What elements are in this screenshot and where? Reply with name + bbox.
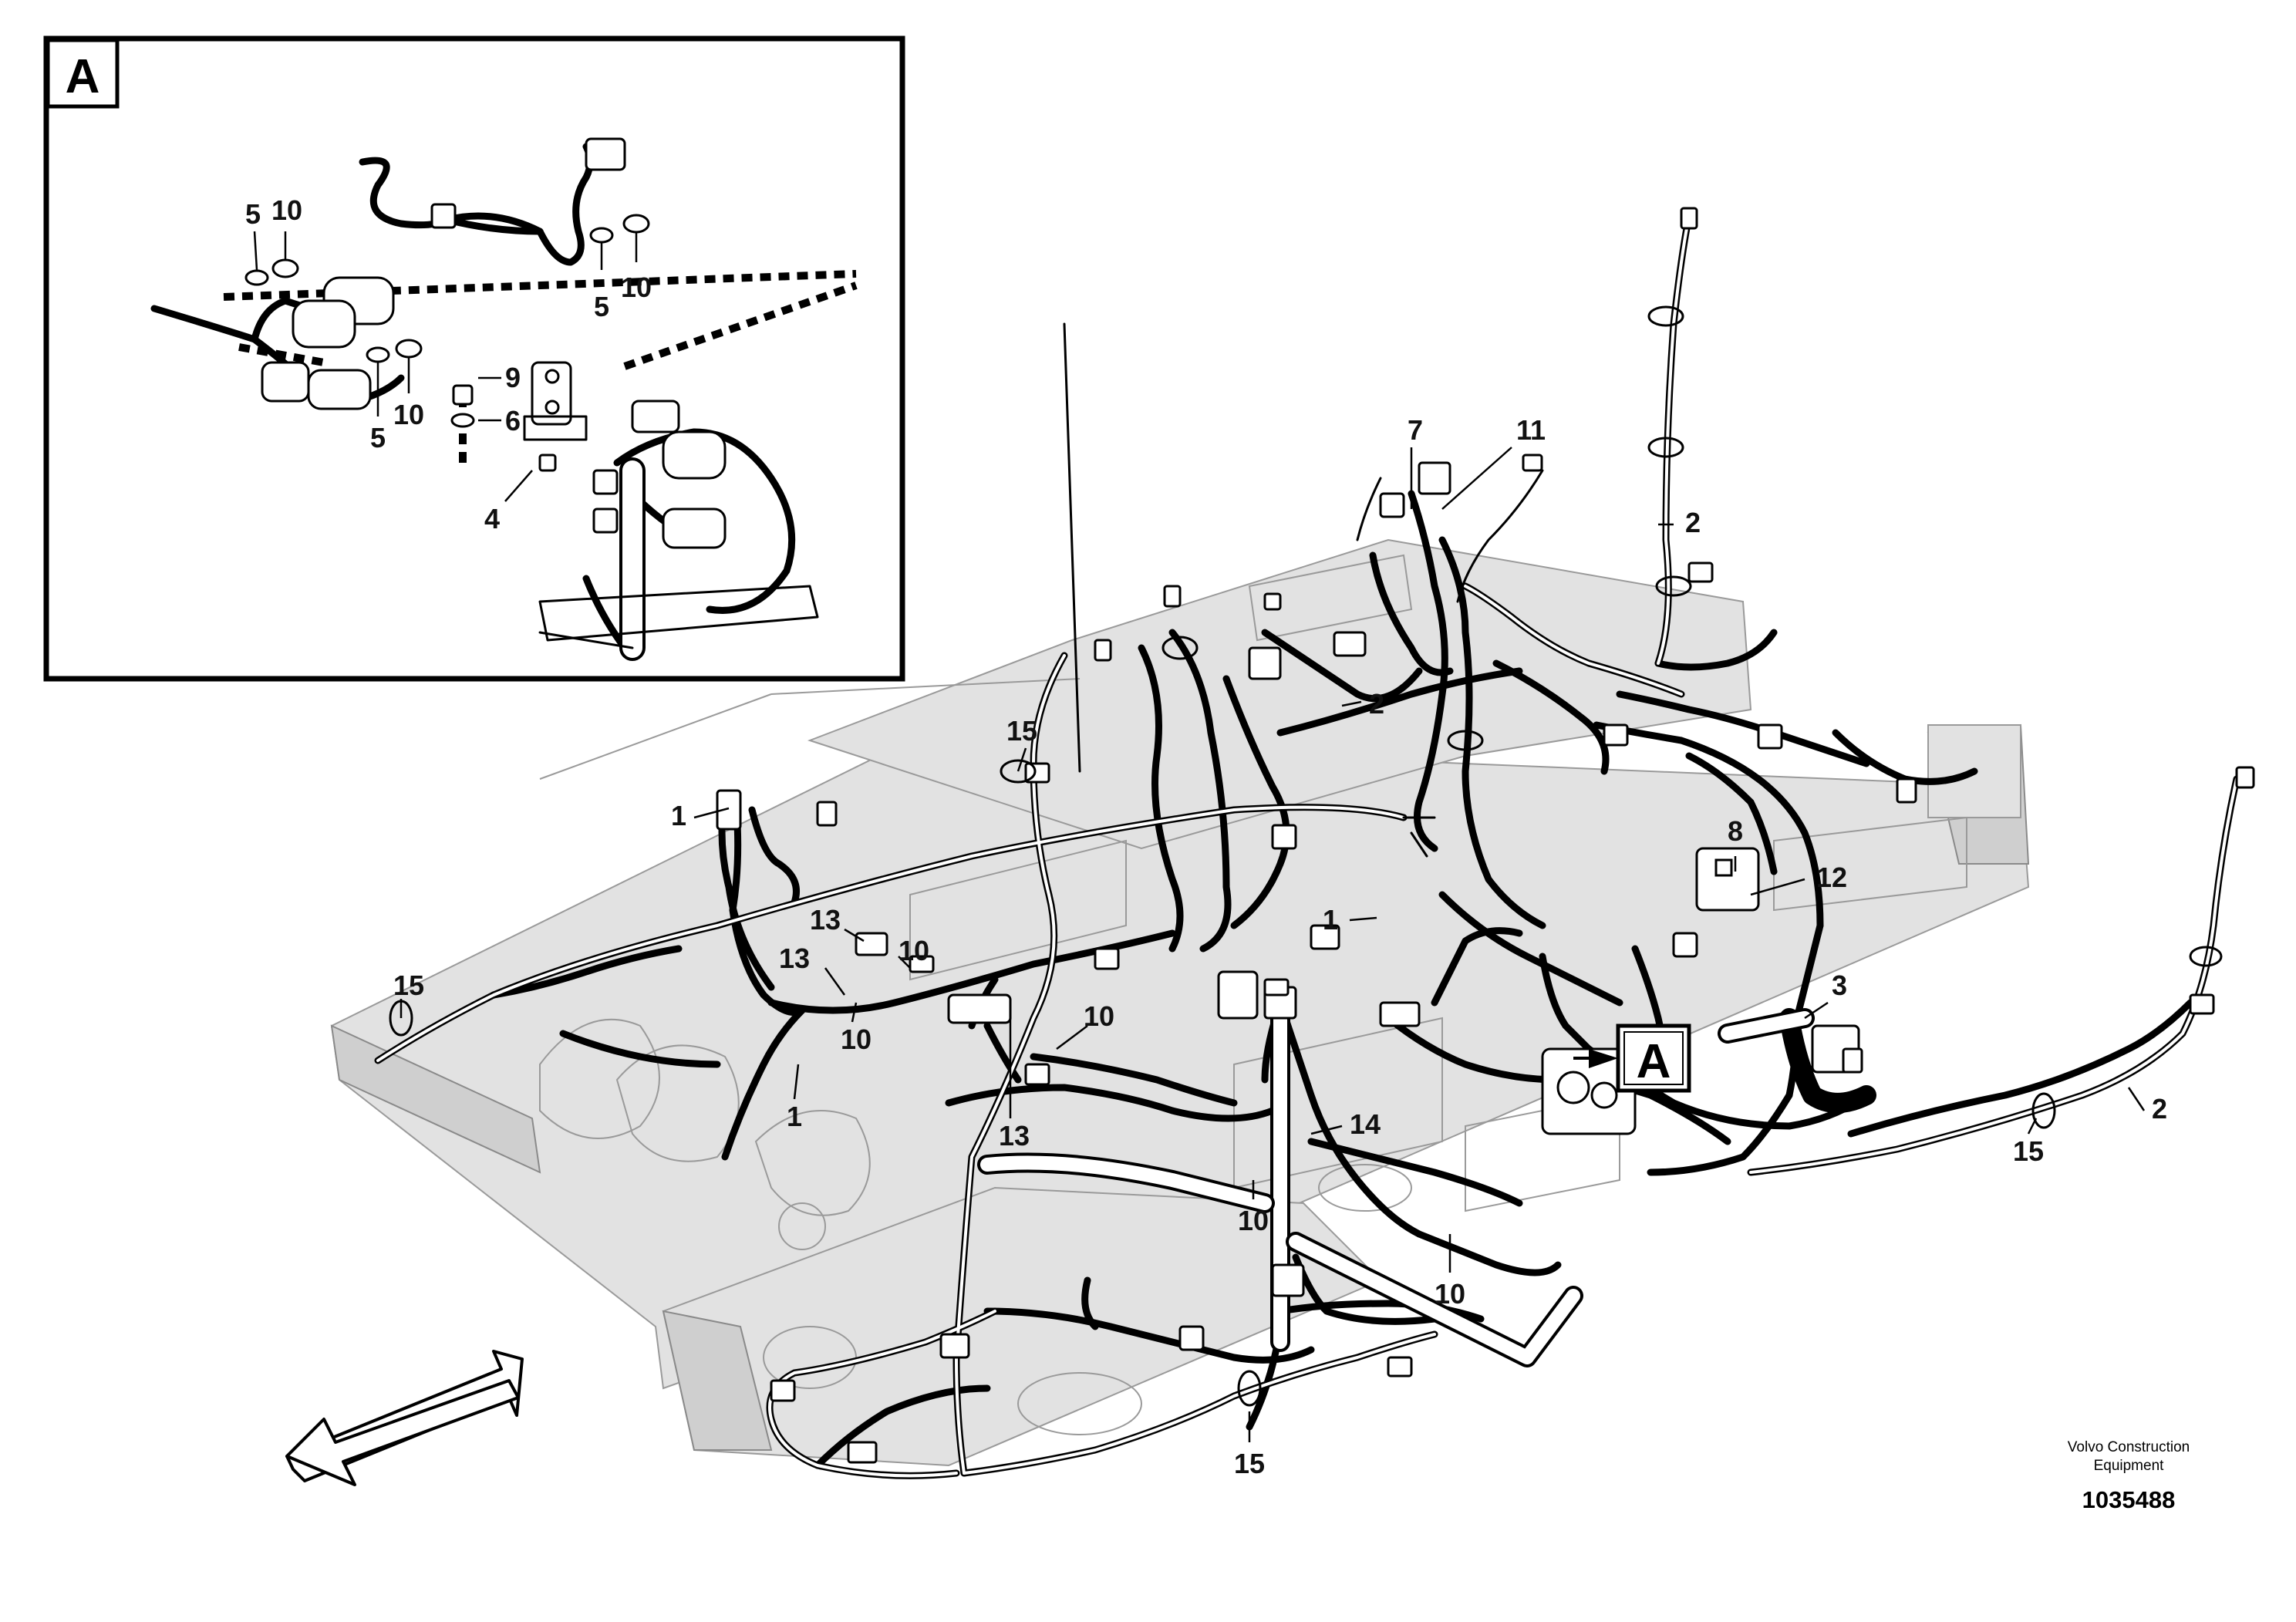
- part-number: 1035488: [2082, 1486, 2176, 1513]
- detail-callout-4: 4: [484, 503, 500, 534]
- detail-view-label: A: [66, 50, 100, 103]
- detail-callout-6: 6: [505, 405, 521, 437]
- callout-2-top-right: 2: [1685, 507, 1701, 538]
- callout-10-bottom-left: 10: [1238, 1205, 1269, 1236]
- callout-14: 14: [1350, 1108, 1381, 1140]
- callout-15-left: 15: [393, 969, 424, 1001]
- callout-1-left-upper: 1: [671, 800, 686, 831]
- callout-1-center: 1: [1323, 904, 1338, 936]
- detail-callout-5-bottom: 5: [370, 422, 386, 454]
- callout-13-upper: 13: [810, 904, 841, 936]
- callout-13-middle: 13: [779, 943, 810, 974]
- callout-3: 3: [1832, 969, 1847, 1001]
- view-a-marker: A: [1573, 1023, 1691, 1093]
- callout-13-lower: 13: [999, 1120, 1030, 1152]
- credit-line-1: Volvo Construction: [2068, 1439, 2190, 1455]
- callout-15-right: 15: [2013, 1135, 2044, 1167]
- detail-callout-9: 9: [505, 362, 521, 393]
- detail-callout-10-bottom: 10: [393, 399, 424, 430]
- callout-15-top: 15: [1006, 715, 1037, 747]
- callout-2-center: 2: [1369, 688, 1384, 720]
- main-wiring-harness: [374, 207, 2255, 1479]
- callout-15-bottom: 15: [1234, 1448, 1265, 1479]
- view-a-marker-label: A: [1637, 1035, 1671, 1088]
- detail-callout-10-top: 10: [271, 194, 302, 226]
- callout-1-left-lower: 1: [787, 1101, 802, 1132]
- detail-callout-5-right: 5: [594, 291, 609, 322]
- credit-block: Volvo Construction Equipment 1035488: [2068, 1439, 2190, 1513]
- callout-12: 12: [1816, 862, 1847, 893]
- credit-line-2: Equipment: [2094, 1458, 2165, 1474]
- detail-view-a: A: [43, 35, 905, 682]
- main-callouts: 15 1 15 13 13 10 10 1 10 13 7 11 2 2 1 8…: [393, 414, 2167, 1479]
- detail-callout-10-right: 10: [621, 271, 652, 303]
- callout-10-center: 10: [1084, 1000, 1114, 1032]
- main-leaders: [400, 447, 2146, 1442]
- callout-10-left: 10: [841, 1023, 872, 1055]
- callout-11: 11: [1516, 414, 1546, 446]
- forward-direction-arrow-icon: [285, 1350, 524, 1486]
- callout-2-right: 2: [2152, 1093, 2167, 1125]
- callout-10-bottom-right: 10: [1435, 1278, 1465, 1310]
- detail-callout-5-top: 5: [245, 198, 261, 230]
- callout-10-upper: 10: [899, 935, 929, 966]
- callout-8: 8: [1728, 815, 1743, 847]
- callout-7: 7: [1408, 414, 1423, 446]
